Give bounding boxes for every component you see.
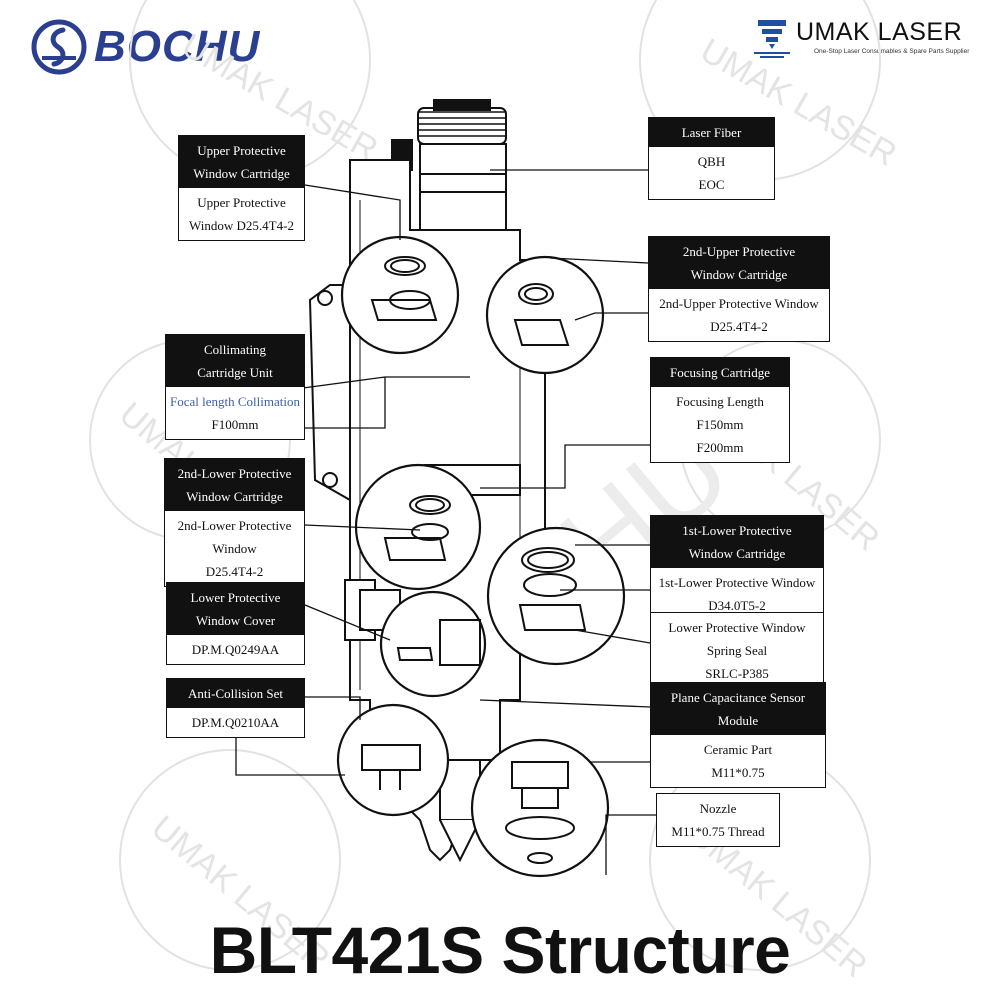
umak-laser-slogan: One-Stop Laser Consumables & Spare Parts… — [814, 48, 970, 55]
bochu-logo: BOCHU — [30, 14, 260, 80]
label-anti-collision: Anti-Collision Set DP.M.Q0210AA — [166, 678, 305, 738]
label-anti-collision-body: DP.M.Q0210AA — [191, 715, 280, 730]
detail-anti-collision — [336, 703, 450, 817]
label-laser-fiber-header: Laser Fiber — [649, 118, 774, 147]
label-lower-cover-body: DP.M.Q0249AA — [191, 642, 280, 657]
bochu-logo-icon — [31, 19, 87, 75]
label-anti-collision-header: Anti-Collision Set — [167, 679, 304, 708]
detail-lower-cover — [379, 590, 487, 698]
detail-2nd-upper-window — [485, 255, 605, 375]
bochu-logo-text: BOCHU — [94, 22, 261, 71]
detail-parts — [361, 256, 587, 864]
label-focusing-header: Focusing Cartridge — [651, 358, 789, 387]
page-title: BLT421S Structure — [209, 913, 791, 987]
detail-upper-window — [340, 235, 460, 355]
leader-lines — [235, 169, 656, 875]
umak-laser-logo-icon — [754, 20, 790, 58]
